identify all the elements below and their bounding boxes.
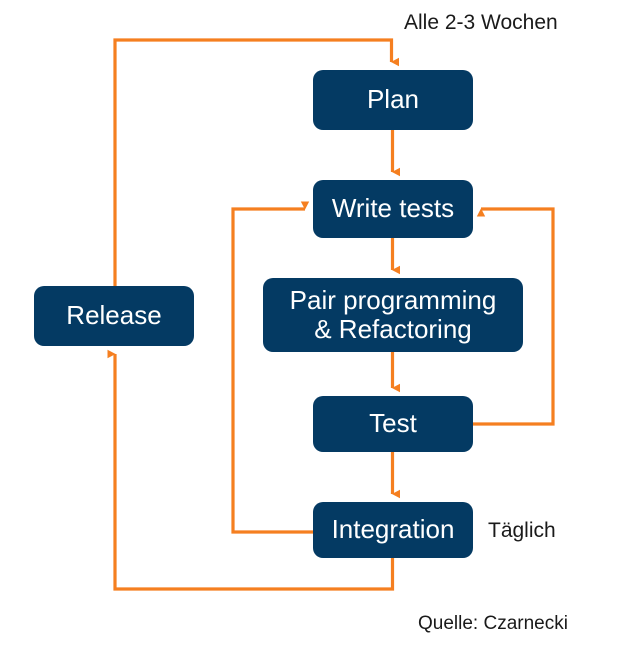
connector-integration-to-write-tests xyxy=(231,201,313,534)
node-write-tests-label: Write tests xyxy=(331,193,455,224)
node-integration[interactable]: Integration xyxy=(313,502,473,558)
node-write-tests[interactable]: Write tests xyxy=(313,180,473,238)
node-plan[interactable]: Plan xyxy=(313,70,473,130)
node-test[interactable]: Test xyxy=(313,396,473,452)
node-pair-programming-refactoring[interactable]: Pair programming & Refactoring xyxy=(263,278,523,352)
connector-release-to-plan xyxy=(113,38,399,286)
connector-integration-to-release xyxy=(107,349,395,591)
node-integration-label: Integration xyxy=(331,514,455,545)
annotation-daily-cadence: Täglich xyxy=(488,519,556,542)
connector-test-back-to-write-tests xyxy=(473,207,555,426)
node-pair-programming-refactoring-label: Pair programming & Refactoring xyxy=(289,284,497,344)
node-test-label: Test xyxy=(369,408,417,439)
annotation-iteration-cadence: Alle 2-3 Wochen xyxy=(404,11,558,34)
node-release[interactable]: Release xyxy=(34,286,194,346)
node-plan-label: Plan xyxy=(366,84,420,115)
annotation-source-credit: Quelle: Czarnecki xyxy=(418,613,568,634)
node-release-label: Release xyxy=(66,300,162,331)
